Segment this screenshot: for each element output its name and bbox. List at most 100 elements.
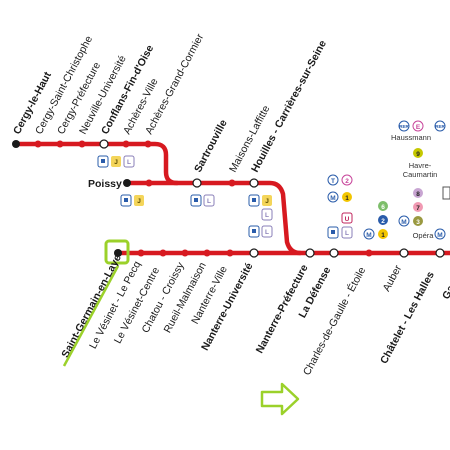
label-caumartin: Caumartin: [403, 170, 438, 179]
metro-line-2-label: 2: [381, 218, 385, 225]
train-glyph: [194, 198, 198, 202]
station-dot-charles-de-gaulle[interactable]: [365, 249, 373, 257]
station-dot[interactable]: [56, 140, 64, 148]
station-dot[interactable]: [203, 249, 211, 257]
metro-line-8-badge: [413, 188, 423, 198]
train-glyph: [252, 198, 256, 202]
metro-line-1-badge: [378, 229, 388, 239]
label-havre: Havre-: [409, 161, 432, 170]
rer-label: RER: [399, 124, 409, 129]
exit-icon: [442, 186, 450, 200]
highlight-box: [104, 239, 130, 265]
metro-line-1-badge: [342, 192, 352, 202]
label-ga-partial: Ga: [440, 283, 450, 301]
connection-badges-west: J L J L J L L: [97, 155, 273, 238]
connection-badges-east: T 2 M 1 U L 6 2 M 1 RER E Haussmann 9 Ha…: [327, 120, 450, 240]
metro-label: M: [437, 232, 442, 239]
line-j-label: J: [265, 198, 269, 205]
line-l-badge: [261, 208, 273, 221]
station-dot[interactable]: [228, 179, 236, 187]
metro-icon: [327, 191, 339, 203]
arrow-right-icon[interactable]: [260, 382, 300, 416]
rer-icon: [434, 120, 446, 132]
metro-line-9-label: 9: [416, 151, 420, 158]
metro-icon: [363, 228, 375, 240]
metro-line-6-badge: [378, 201, 388, 211]
line-l-badge: [341, 226, 353, 239]
station-dot-poissy[interactable]: [123, 179, 131, 187]
station-dot[interactable]: [144, 140, 152, 148]
metro-line-1-label: 1: [381, 232, 385, 239]
train-glyph: [331, 230, 335, 234]
station-dot-nanterre-ville[interactable]: [226, 249, 234, 257]
station-dot[interactable]: [122, 140, 130, 148]
metro-icon: [398, 215, 410, 227]
station-dot-sartrouville[interactable]: [192, 178, 202, 188]
metro-line-6-label: 6: [381, 204, 385, 211]
train-glyph: [252, 229, 256, 233]
metro-icon: [434, 228, 446, 240]
station-dot-auber[interactable]: [399, 248, 409, 258]
label-charles-de-gaulle: Charles-de-Gaulle - Étoile: [300, 265, 368, 378]
tram-line-2-label: 2: [345, 178, 349, 185]
station-dot-saint-germain[interactable]: [114, 249, 122, 257]
line-j-badge: [262, 195, 272, 206]
station-dot[interactable]: [137, 249, 145, 257]
line-u-badge: [341, 212, 353, 224]
metro-line-3-label: 3: [416, 219, 420, 226]
tram-label: T: [331, 178, 335, 185]
line-j-label: J: [137, 198, 141, 205]
line-l-label: L: [127, 159, 131, 166]
station-dot-nanterre-universite[interactable]: [249, 248, 259, 258]
metro-line-7-badge: [413, 202, 423, 212]
rer-label: RER: [435, 124, 445, 129]
station-dot[interactable]: [181, 249, 189, 257]
station-dot-cergy-le-haut[interactable]: [12, 140, 20, 148]
stations-saint-germain-branch: [104, 239, 445, 265]
station-dot[interactable]: [145, 179, 153, 187]
line-l-label: L: [207, 198, 211, 205]
station-dot[interactable]: [34, 140, 42, 148]
label-sartrouville: Sartrouville: [192, 118, 230, 175]
line-u-label: U: [345, 216, 350, 223]
tram-line-2-badge: [341, 174, 353, 186]
rer-e-label: E: [416, 124, 421, 131]
station-dot-conflans[interactable]: [99, 139, 109, 149]
highlight-underline: [62, 265, 120, 367]
label-opera: Opéra: [413, 231, 435, 240]
rer-icon: [398, 120, 410, 132]
metro-label: M: [401, 219, 406, 226]
stations-cergy-branch: [12, 139, 259, 188]
metro-line-2-badge: [378, 215, 388, 225]
line-l-badge: [203, 194, 215, 207]
metro-line-9-badge: [413, 148, 423, 158]
line-j-label: J: [114, 159, 118, 166]
metro-line-8-label: 8: [416, 191, 420, 198]
line-l-label: L: [265, 229, 269, 236]
label-auber: Auber: [381, 263, 405, 294]
station-dot[interactable]: [159, 249, 167, 257]
label-poissy: Poissy: [88, 178, 122, 190]
metro-label: M: [330, 195, 335, 202]
line-l-label: L: [265, 212, 269, 219]
station-dot-houilles[interactable]: [249, 178, 259, 188]
rer-e-badge: [412, 120, 424, 132]
station-dot-chatelet[interactable]: [435, 248, 445, 258]
line-j-badge: [111, 156, 121, 167]
train-glyph: [124, 198, 128, 202]
metro-line-1-label: 1: [345, 195, 349, 202]
metro-label: M: [366, 232, 371, 239]
line-l-badge: [123, 155, 135, 168]
line-l-label: L: [345, 230, 349, 237]
train-glyph: [101, 159, 105, 163]
station-dot[interactable]: [78, 140, 86, 148]
station-dot-la-defense[interactable]: [329, 248, 339, 258]
metro-line-3-badge: [413, 216, 423, 226]
tram-icon: [327, 174, 339, 186]
line-j-badge: [134, 195, 144, 206]
label-haussmann: Haussmann: [391, 133, 431, 142]
station-dot-nanterre-prefecture[interactable]: [305, 248, 315, 258]
metro-line-7-label: 7: [416, 205, 420, 212]
line-l-badge: [261, 225, 273, 238]
